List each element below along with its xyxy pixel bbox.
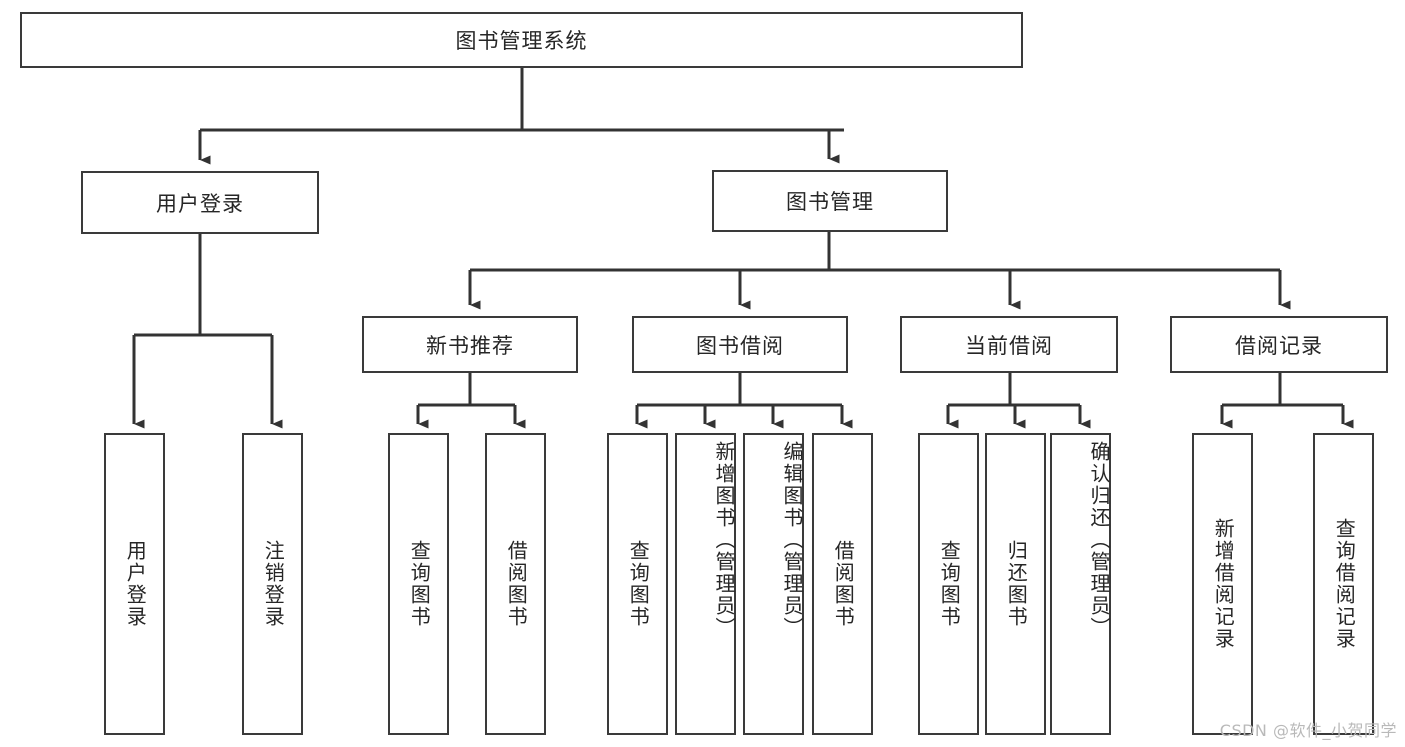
node-new-book-recommend[interactable]: 新书推荐 — [362, 316, 578, 373]
node-borrow-record[interactable]: 借阅记录 — [1170, 316, 1388, 373]
leaf-current-borrow-confirm-return[interactable]: 确认归还（管理员） — [1050, 433, 1111, 735]
node-label: 注销登录 — [261, 540, 286, 628]
node-label: 归还图书 — [1004, 540, 1029, 628]
node-user-login[interactable]: 用户登录 — [81, 171, 319, 234]
leaf-borrow-record-add[interactable]: 新增借阅记录 — [1192, 433, 1253, 735]
leaf-new-book-query[interactable]: 查询图书 — [388, 433, 449, 735]
node-label: 当前借阅 — [965, 333, 1053, 358]
node-book-borrow[interactable]: 图书借阅 — [632, 316, 848, 373]
node-label: 查询图书 — [407, 540, 432, 628]
node-label: 新书推荐 — [426, 333, 514, 358]
leaf-borrow-record-query[interactable]: 查询借阅记录 — [1313, 433, 1374, 735]
leaf-current-borrow-return[interactable]: 归还图书 — [985, 433, 1046, 735]
node-label: 查询图书 — [626, 540, 651, 628]
node-label: 查询借阅记录 — [1332, 518, 1357, 650]
node-label: 新增图书（管理员） — [712, 441, 736, 639]
leaf-user-login-login[interactable]: 用户登录 — [104, 433, 165, 735]
leaf-new-book-borrow[interactable]: 借阅图书 — [485, 433, 546, 735]
leaf-current-borrow-query[interactable]: 查询图书 — [918, 433, 979, 735]
node-label: 借阅图书 — [504, 540, 529, 628]
leaf-book-borrow-query[interactable]: 查询图书 — [607, 433, 668, 735]
node-label: 编辑图书（管理员） — [780, 441, 804, 639]
node-label: 确认归还（管理员） — [1087, 441, 1111, 639]
node-label: 查询图书 — [937, 540, 962, 628]
leaf-book-borrow-edit[interactable]: 编辑图书（管理员） — [743, 433, 804, 735]
node-label: 借阅记录 — [1235, 333, 1323, 358]
node-current-borrow[interactable]: 当前借阅 — [900, 316, 1118, 373]
node-book-management[interactable]: 图书管理 — [712, 170, 948, 232]
node-label: 借阅图书 — [831, 540, 856, 628]
node-label: 图书管理系统 — [455, 29, 588, 53]
node-label: 图书借阅 — [696, 333, 784, 358]
node-label: 用户登录 — [123, 540, 148, 628]
leaf-book-borrow-add[interactable]: 新增图书（管理员） — [675, 433, 736, 735]
node-label: 用户登录 — [156, 191, 244, 216]
leaf-book-borrow-borrow[interactable]: 借阅图书 — [812, 433, 873, 735]
leaf-user-login-logout[interactable]: 注销登录 — [242, 433, 303, 735]
node-root[interactable]: 图书管理系统 — [20, 12, 1023, 68]
node-label: 新增借阅记录 — [1211, 518, 1236, 650]
node-label: 图书管理 — [786, 190, 874, 214]
